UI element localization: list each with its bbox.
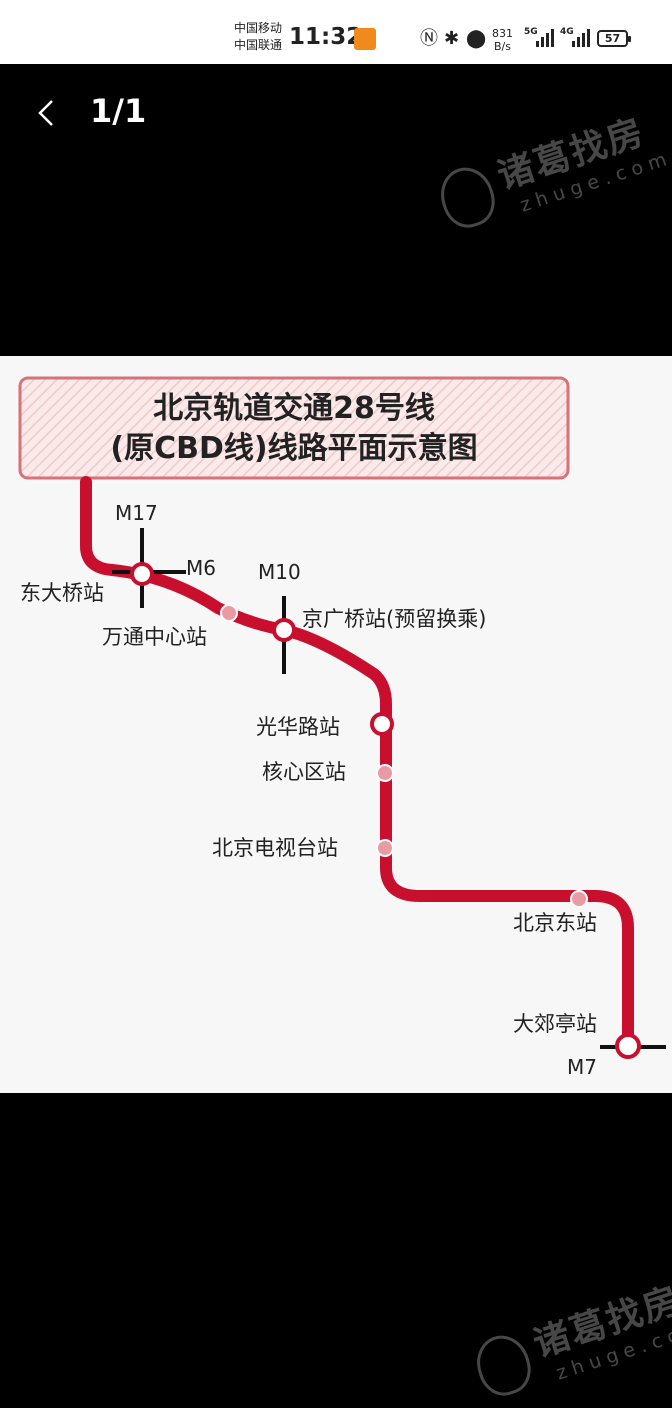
sim1-signal-icon bbox=[536, 29, 554, 47]
transfer-line-label: M17 bbox=[115, 501, 158, 525]
watermark-logo-icon bbox=[433, 160, 502, 234]
station-beijingdong-marker bbox=[570, 890, 588, 908]
station-wantong-marker bbox=[220, 604, 238, 622]
station-label: 京广桥站(预留换乘) bbox=[302, 607, 486, 631]
subway-map: 北京轨道交通28号线 (原CBD线)线路平面示意图 东大桥站 万通中心站 京广桥 bbox=[18, 376, 666, 1079]
back-arrow-icon[interactable] bbox=[34, 98, 60, 128]
station-dajiaoting-marker bbox=[615, 1033, 641, 1059]
station-jingguangqiao-marker bbox=[272, 618, 296, 642]
network-speed: 831 B/s bbox=[492, 27, 513, 53]
transfer-line-label: M7 bbox=[567, 1055, 597, 1079]
status-bar: 中国移动 中国联通 11:32 Ⓝ ✱ ⬤ 831 B/s 5G 4G 57 bbox=[0, 0, 672, 64]
station-label: 东大桥站 bbox=[20, 581, 104, 605]
station-label: 大郊亭站 bbox=[513, 1012, 597, 1036]
station-guanghualu-marker bbox=[370, 712, 394, 736]
carrier-1: 中国移动 bbox=[234, 21, 283, 35]
bluetooth-icon: ✱ bbox=[444, 28, 460, 49]
map-title-line-2: (原CBD线)线路平面示意图 bbox=[110, 431, 477, 466]
transfer-line-label: M10 bbox=[258, 560, 301, 584]
subway-map-image[interactable]: 北京轨道交通28号线 (原CBD线)线路平面示意图 东大桥站 万通中心站 京广桥 bbox=[0, 356, 672, 1093]
location-icon: ⬤ bbox=[466, 28, 487, 49]
station-dongdaqiao-marker bbox=[130, 562, 154, 586]
watermark-bottom: 诸葛找房 zhuge.com bbox=[469, 1265, 672, 1402]
page-counter: 1/1 bbox=[90, 92, 147, 130]
station-label: 万通中心站 bbox=[102, 625, 207, 649]
carrier-2: 中国联通 bbox=[234, 38, 283, 52]
battery-icon: 57 bbox=[597, 30, 631, 47]
watermark-top: 诸葛找房 zhuge.com bbox=[433, 97, 672, 234]
station-markers bbox=[130, 562, 641, 1059]
network-speed-unit: B/s bbox=[494, 40, 511, 53]
status-time: 11:32 bbox=[289, 24, 363, 50]
map-title-box bbox=[18, 376, 570, 480]
transfer-line-label: M6 bbox=[186, 556, 216, 580]
sim2-signal-icon bbox=[572, 29, 590, 47]
nfc-icon: Ⓝ bbox=[420, 28, 438, 49]
station-beijingtv-marker bbox=[376, 839, 394, 857]
map-title-line-1: 北京轨道交通28号线 bbox=[153, 391, 435, 426]
sim2-network-type: 4G bbox=[560, 27, 574, 37]
notification-icon bbox=[354, 28, 376, 50]
network-speed-value: 831 bbox=[492, 27, 513, 40]
station-label: 光华路站 bbox=[256, 715, 340, 739]
sim1-network-type: 5G bbox=[524, 27, 538, 37]
station-label: 北京电视台站 bbox=[212, 836, 338, 860]
route-line-28 bbox=[80, 476, 634, 1052]
carrier-names: 中国移动 中国联通 bbox=[234, 20, 282, 54]
station-label: 北京东站 bbox=[513, 911, 597, 935]
station-label: 核心区站 bbox=[262, 760, 346, 784]
station-hexinqu-marker bbox=[376, 764, 394, 782]
watermark-logo-icon bbox=[469, 1328, 538, 1402]
